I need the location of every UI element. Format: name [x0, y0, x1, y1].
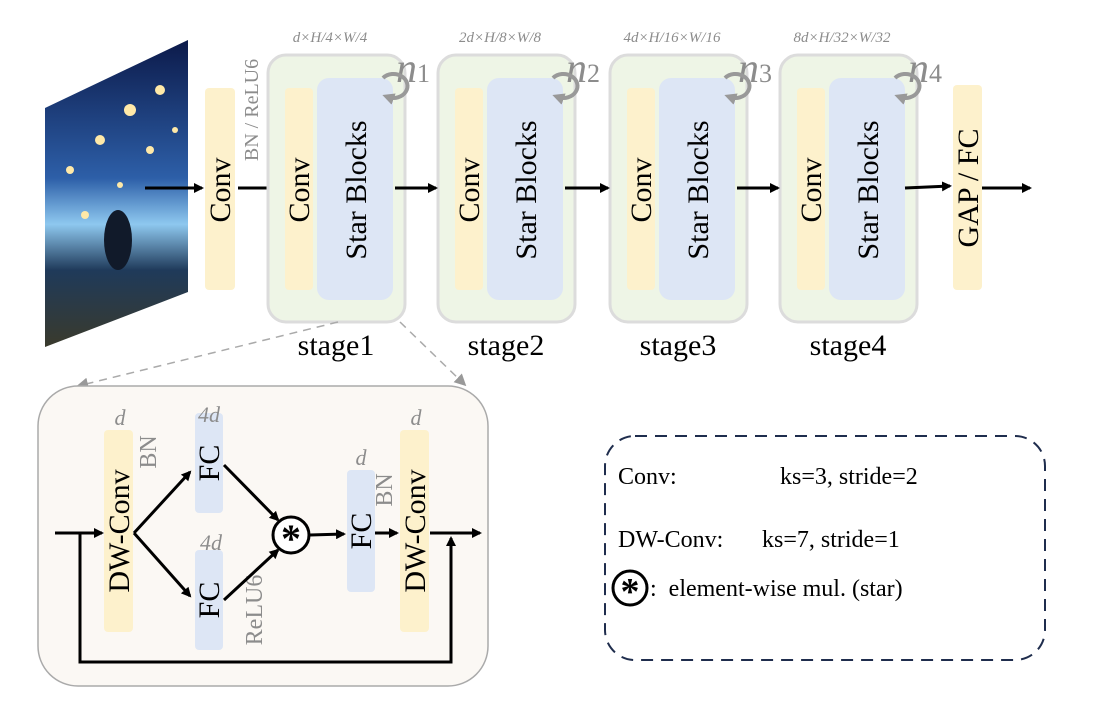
legend-star-icon	[611, 569, 649, 607]
stage-label: stage4	[810, 329, 887, 362]
stage-conv-box	[455, 88, 483, 290]
zoom-line	[76, 321, 339, 390]
legend-star-val: : element-wise mul. (star)	[650, 576, 903, 602]
stage-conv-box	[627, 88, 655, 290]
star-blocks-label: Star Blocks	[340, 120, 373, 259]
bn1-label: BN	[136, 435, 162, 468]
repeat-loop-icon	[723, 71, 752, 105]
stage-3: Conv Star Blocks stage3 4d×H/16×W/16 n3	[608, 30, 772, 362]
repeat-loop-icon	[381, 71, 410, 105]
head-box	[953, 85, 982, 290]
repeat-label: n1	[396, 46, 430, 92]
repeat-loop-icon	[893, 71, 922, 105]
star-blocks-label: Star Blocks	[682, 120, 715, 259]
stage-2: Conv Star Blocks stage2 2d×H/8×W/8 n2	[436, 30, 600, 362]
dwconv2-box	[400, 430, 429, 632]
star-blocks-label: Star Blocks	[510, 120, 543, 259]
fc-top-box	[195, 413, 223, 513]
legend-star-symbol: *	[621, 571, 640, 613]
stage-label: stage1	[298, 329, 375, 362]
stage-conv-label: Conv	[625, 157, 658, 222]
head-label: GAP / FC	[952, 129, 985, 248]
bn2-label: BN	[372, 473, 398, 506]
fc-out-box	[347, 470, 375, 592]
dwconv1-dim: d	[115, 405, 127, 430]
stage-dim-label: 4d×H/16×W/16	[624, 30, 721, 46]
relu-label: ReLU6	[242, 575, 268, 646]
star-blocks-box	[659, 78, 735, 300]
legend-dw-key: DW-Conv:	[618, 527, 723, 553]
fc-bottom-label: FC	[193, 582, 226, 619]
stage-conv-label: Conv	[453, 157, 486, 222]
star-op-symbol: *	[281, 516, 301, 561]
dwconv2-dim: d	[411, 405, 423, 430]
star-op-icon	[271, 515, 311, 555]
legend-conv-val: ks=3, stride=2	[780, 464, 918, 490]
stem-conv-label: Conv	[204, 157, 237, 222]
repeat-label: n2	[566, 46, 600, 92]
stage-label: stage2	[468, 329, 545, 362]
stage-conv-label: Conv	[795, 157, 828, 222]
dwconv1-box	[104, 430, 133, 632]
stage-dim-label: d×H/4×W/4	[293, 30, 368, 46]
stem-norm-label: BN / ReLU6	[241, 59, 263, 161]
star-blocks-box	[487, 78, 563, 300]
fc-out-dim: d	[356, 445, 368, 470]
legend: Conv: ks=3, stride=2 DW-Conv: ks=7, stri…	[604, 435, 1046, 661]
stage-4: Conv Star Blocks stage4 8d×H/32×W/32 n4	[778, 30, 942, 362]
dwconv1-label: DW-Conv	[103, 469, 136, 592]
repeat-loop-icon	[551, 71, 580, 105]
stage-dim-label: 8d×H/32×W/32	[794, 30, 891, 46]
input-image	[45, 40, 188, 347]
legend-dw-val: ks=7, stride=1	[762, 527, 900, 553]
arrow	[904, 181, 952, 192]
repeat-label: n4	[908, 46, 942, 92]
star-block-detail: DW-Conv d BN FC 4d FC 4d ReLU6 * FC d BN…	[37, 385, 489, 687]
dwconv2-label: DW-Conv	[399, 469, 432, 592]
stage-conv-label: Conv	[283, 157, 316, 222]
legend-conv-key: Conv:	[618, 464, 677, 490]
stage-label: stage3	[640, 329, 717, 362]
fc-bottom-dim: 4d	[200, 530, 223, 555]
star-blocks-box	[317, 78, 393, 300]
stage-dim-label: 2d×H/8×W/8	[459, 30, 541, 46]
stage-conv-box	[285, 88, 313, 290]
fc-top-dim: 4d	[198, 402, 221, 427]
star-blocks-box	[829, 78, 905, 300]
zoom-line	[399, 321, 467, 387]
fc-out-label: FC	[345, 513, 378, 550]
repeat-label: n3	[738, 46, 772, 92]
fc-bottom-box	[195, 550, 223, 650]
stage-conv-box	[797, 88, 825, 290]
stage-1: Conv Star Blocks stage1 d×H/4×W/4 n1	[266, 30, 430, 362]
star-blocks-label: Star Blocks	[852, 120, 885, 259]
stem-conv-box	[205, 88, 235, 290]
fc-top-label: FC	[193, 445, 226, 482]
